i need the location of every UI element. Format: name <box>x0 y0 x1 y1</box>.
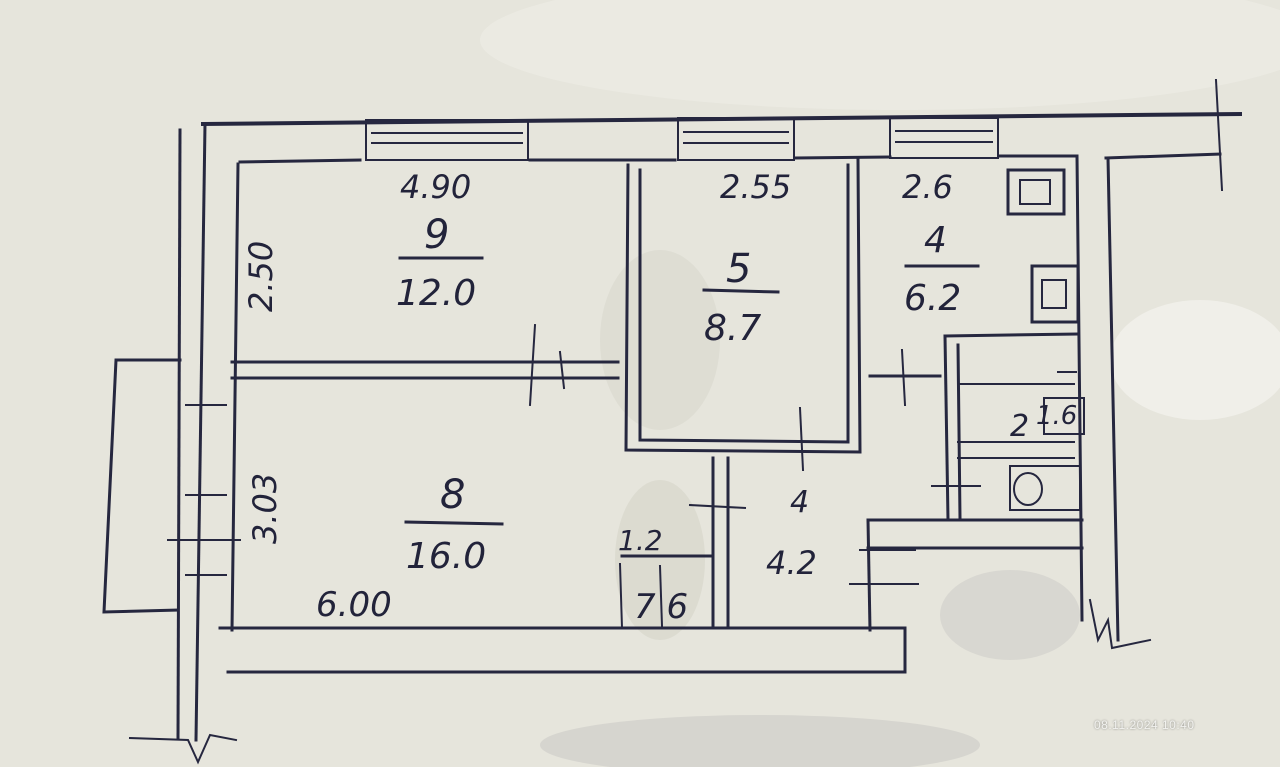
toilet-icon <box>1009 465 1081 511</box>
dim-room5-width: 2.55 <box>720 168 791 206</box>
bathtub-icon <box>1043 397 1085 435</box>
room8-area: 16.0 <box>406 536 486 577</box>
room4-area: 6.2 <box>904 278 961 319</box>
room5-area: 8.7 <box>704 308 761 349</box>
dim-room8-width: 6.00 <box>316 585 392 625</box>
fraction-bars <box>398 256 980 526</box>
bath-area: 1.6 <box>1036 401 1077 431</box>
door-marks <box>167 323 1077 585</box>
room8-number: 8 <box>440 472 465 518</box>
window-room9 <box>365 119 529 161</box>
room5-number: 5 <box>726 246 751 292</box>
hall-number: 4 <box>790 485 809 520</box>
dim-room9-depth: 2.50 <box>242 241 280 312</box>
window-kitchen <box>889 117 999 159</box>
bath-number: 2 <box>1010 409 1029 444</box>
dim-closet-width: 1.2 <box>618 524 663 557</box>
sink-icon <box>1030 264 1080 324</box>
room9-area: 12.0 <box>396 273 476 314</box>
dim-room9-width: 4.90 <box>400 168 471 206</box>
balcony <box>102 358 182 614</box>
dim-room4-width: 2.6 <box>902 168 953 206</box>
room9-number: 9 <box>424 212 449 258</box>
photo-timestamp: 08.11.2024 10:40 <box>1094 718 1195 732</box>
dim-room8-depth: 3.03 <box>246 473 284 544</box>
closet-numbers: 7 6 <box>634 587 688 627</box>
interior-walls <box>230 158 1084 632</box>
window-room5 <box>677 117 795 161</box>
room4-number: 4 <box>924 220 947 261</box>
stove-icon <box>1006 168 1066 216</box>
hall-area: 4.2 <box>766 544 817 582</box>
